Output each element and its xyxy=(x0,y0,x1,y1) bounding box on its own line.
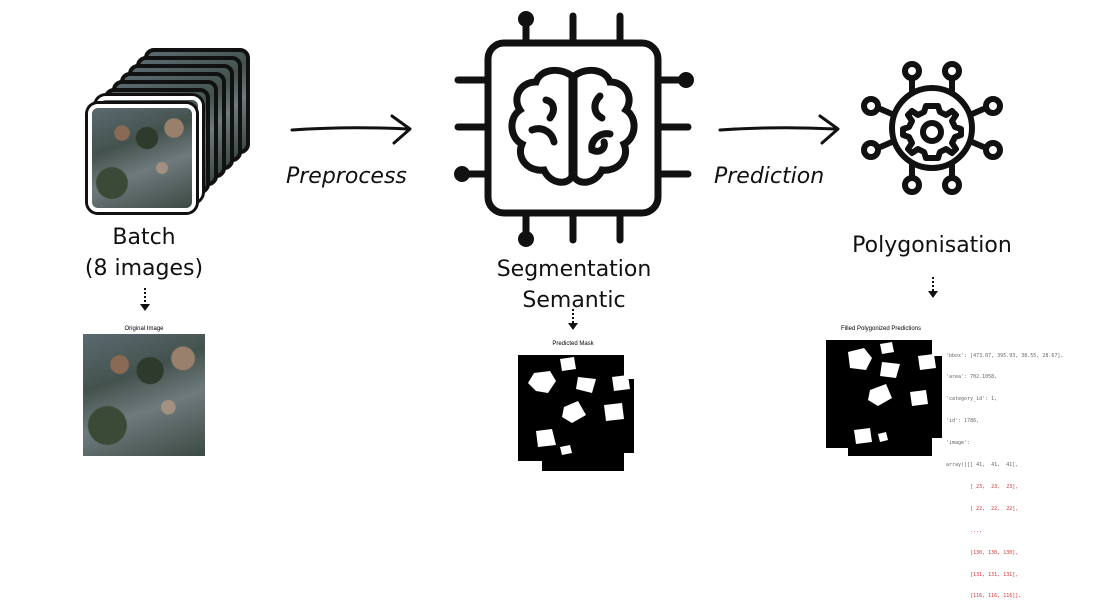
code-line: [130, 130, 130], xyxy=(946,549,1019,556)
original-image-caption: Original Image xyxy=(124,326,164,332)
code-line: [ 22, 22, 22], xyxy=(946,505,1019,512)
ai-chip-brain-icon xyxy=(454,11,694,247)
gear-network-icon xyxy=(861,61,1003,195)
code-line: [116, 116, 116]], xyxy=(946,593,1022,600)
prediction-arrow xyxy=(718,114,840,145)
code-line: 'image': xyxy=(946,440,971,447)
code-line: 'category_id': 1, xyxy=(946,396,998,403)
image-batch-stack xyxy=(88,48,250,212)
polygonisation-label: Polygonisation xyxy=(852,233,1012,258)
code-line: 'bbox': [473.07, 395.93, 38.55, 28.67], xyxy=(946,352,1064,359)
polygonized-predictions-thumbnail xyxy=(820,334,942,456)
preprocess-label: Preprocess xyxy=(286,164,407,189)
code-line: [131, 131, 131], xyxy=(946,571,1019,578)
segmentation-label: Segmentation Semantic xyxy=(496,257,652,313)
predicted-mask-caption: Predicted Mask xyxy=(552,341,594,347)
original-image-thumbnail xyxy=(83,334,205,456)
code-line: ..., xyxy=(946,527,983,534)
dotted-down-arrow xyxy=(568,309,578,330)
batch-image-front xyxy=(88,104,196,212)
preprocess-arrow xyxy=(290,114,412,145)
dotted-down-arrow xyxy=(928,277,938,298)
batch-label: Batch (8 images) xyxy=(84,225,204,281)
code-line: 'id': 1786, xyxy=(946,418,980,425)
code-line: array([[[ 41, 41, 41], xyxy=(946,462,1019,469)
predicted-mask-thumbnail xyxy=(512,349,634,471)
prediction-output-code: 'bbox': [473.07, 395.93, 38.55, 28.67], … xyxy=(946,338,1063,608)
polygonized-predictions-caption: Filled Polygonized Predictions xyxy=(840,326,922,332)
dotted-down-arrow xyxy=(140,288,150,311)
code-line: [ 23, 23, 23], xyxy=(946,483,1019,490)
prediction-label: Prediction xyxy=(714,164,825,189)
code-line: 'area': 702.1058, xyxy=(946,374,998,381)
